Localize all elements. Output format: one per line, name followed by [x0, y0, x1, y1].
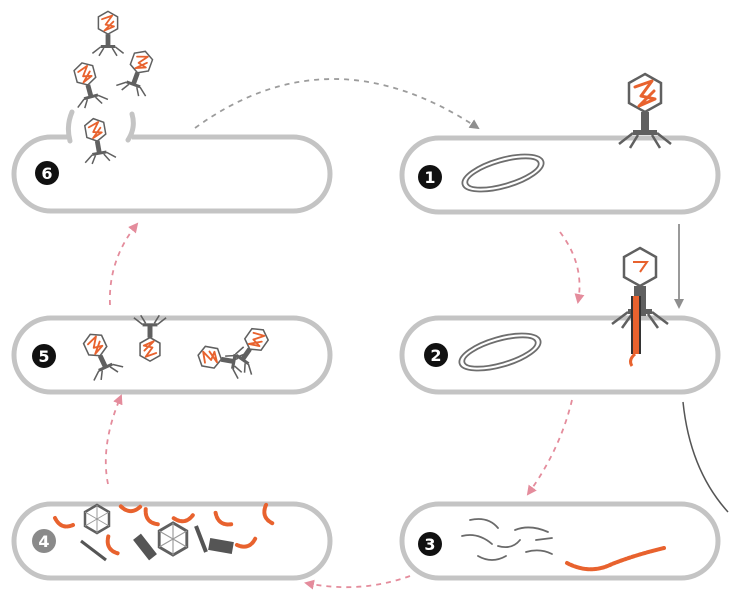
step-2-cell: 2	[399, 246, 721, 395]
step-5-number: 5	[38, 347, 49, 366]
phage-icon	[114, 45, 161, 100]
step-6-number: 6	[41, 164, 52, 183]
arrow-1-to-2	[559, 231, 585, 304]
phage-icon	[65, 57, 110, 111]
arrow-5-to-6	[109, 222, 139, 306]
phage-dna-strand	[565, 546, 666, 572]
plasmid-icon	[461, 153, 545, 193]
step-4-badge	[32, 529, 56, 553]
arrow-6-to-1	[194, 78, 480, 130]
step-3-badge	[418, 532, 442, 556]
phage-parts	[53, 498, 280, 562]
step-1-cell: 1	[399, 72, 721, 215]
arrow-4-to-5	[104, 394, 123, 485]
step-5-cell: 5	[11, 314, 333, 395]
step-4-number: 4	[38, 532, 49, 551]
step-2-badge	[424, 343, 448, 367]
phage-icon	[91, 10, 125, 57]
arrow-3-to-4	[304, 575, 411, 590]
step-6-badge	[35, 161, 59, 185]
injecting-phage-icon	[611, 246, 669, 367]
plasmid-icon	[458, 332, 542, 372]
side-curve	[682, 401, 729, 513]
step-1-number: 1	[424, 168, 435, 187]
degraded-host-dna	[461, 518, 553, 561]
step-4-cell: 4	[11, 498, 333, 581]
step-5-badge	[32, 344, 56, 368]
step-3-cell: 3	[399, 501, 721, 581]
arrow-2-to-3	[526, 399, 573, 496]
step-2-number: 2	[430, 346, 441, 365]
step-1-badge	[418, 165, 442, 189]
step-3-number: 3	[424, 535, 435, 554]
step-6-cell: 6	[11, 10, 333, 214]
